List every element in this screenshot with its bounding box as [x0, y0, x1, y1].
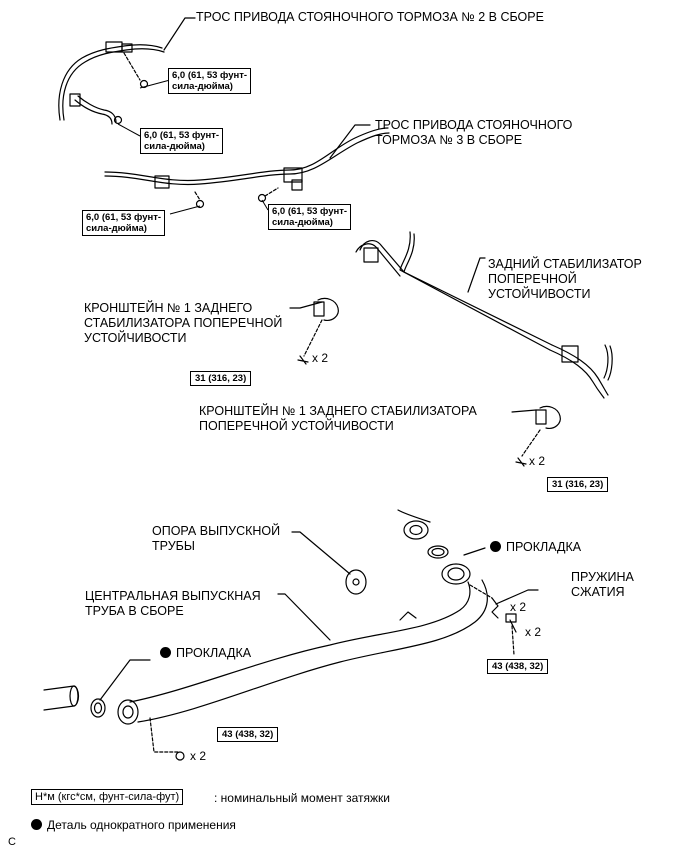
label-exhaust-support-line2: ТРУБЫ [152, 539, 195, 553]
label-rear-stabilizer-line1: ЗАДНИЙ СТАБИЛИЗАТОР [488, 257, 642, 271]
figure-code: C [8, 836, 16, 848]
count-flange-bolts: x 2 [525, 625, 542, 639]
parking-brake-cable-3 [104, 124, 390, 209]
label-parking-brake-cable-3-line2: ТОРМОЗА № 3 В СБОРЕ [375, 133, 523, 147]
label-spring-line1: ПРУЖИНА [571, 570, 634, 584]
front-pipe-gasket [43, 659, 185, 761]
legend-single-use: Деталь однократного применения [31, 818, 236, 832]
exhaust-flange-top [397, 509, 486, 585]
label-bracket-right-line1: КРОНШТЕЙН № 1 ЗАДНЕГО СТАБИЛИЗАТОРА [199, 404, 477, 418]
label-parking-brake-cable-2: ТРОС ПРИВОДА СТОЯНОЧНОГО ТОРМОЗА № 2 В С… [196, 10, 544, 24]
compression-spring-bolts [469, 584, 539, 656]
legend-unit-text: : номинальный момент затяжки [214, 791, 390, 805]
label-bracket-right-line2: ПОПЕРЕЧНОЙ УСТОЙЧИВОСТИ [199, 419, 394, 433]
label-rear-stabilizer-line3: УСТОЙЧИВОСТИ [488, 287, 591, 301]
single-use-dot-icon [160, 647, 171, 658]
torque-box-5: 31 (316, 23) [190, 371, 252, 386]
torque-box-8: 43 (438, 32) [217, 727, 279, 742]
label-spring-line2: СЖАТИЯ [571, 585, 625, 599]
count-bracket-left-bolts: x 2 [312, 351, 329, 365]
single-use-dot-icon [490, 541, 501, 552]
torque-box-7: 43 (438, 32) [487, 659, 549, 674]
label-exhaust-support-line1: ОПОРА ВЫПУСКНОЙ [152, 524, 281, 538]
label-center-pipe-line1: ЦЕНТРАЛЬНАЯ ВЫПУСКНАЯ [85, 589, 261, 603]
label-center-pipe-line2: ТРУБА В СБОРЕ [85, 604, 184, 618]
parking-brake-cable-2 [58, 17, 196, 125]
label-gasket-left: ПРОКЛАДКА [160, 646, 251, 661]
stabilizer-bracket-right [511, 405, 561, 467]
torque-box-2: 6,0 (61, 53 фунт-сила-дюйма) [140, 128, 224, 154]
label-bracket-left-line1: КРОНШТЕЙН № 1 ЗАДНЕГО [84, 301, 253, 315]
single-use-dot-icon [31, 819, 42, 830]
label-parking-brake-cable-3-line1: ТРОС ПРИВОДА СТОЯНОЧНОГО [375, 118, 573, 132]
legend-unit-box: Н*м (кгс*см, фунт-сила-фут) [31, 789, 184, 805]
count-spring: x 2 [510, 600, 527, 614]
torque-box-6: 31 (316, 23) [547, 477, 609, 492]
rear-stabilizer-bar [355, 231, 613, 399]
center-exhaust-pipe [117, 579, 488, 725]
torque-box-1: 6,0 (61, 53 фунт-сила-дюйма) [168, 68, 252, 94]
label-gasket-top: ПРОКЛАДКА [490, 540, 581, 555]
stabilizer-bracket-left [289, 297, 339, 365]
exhaust-pipe-support [291, 531, 367, 595]
label-rear-stabilizer-line2: ПОПЕРЕЧНОЙ [488, 272, 577, 286]
label-bracket-left-line2: СТАБИЛИЗАТОРА ПОПЕРЕЧНОЙ [84, 316, 283, 330]
torque-box-4: 6,0 (61, 53 фунт-сила-дюйма) [268, 204, 352, 230]
count-front-nuts: x 2 [190, 749, 207, 763]
label-bracket-left-line3: УСТОЙЧИВОСТИ [84, 331, 187, 345]
count-bracket-right-bolts: x 2 [529, 454, 546, 468]
torque-box-3: 6,0 (61, 53 фунт-сила-дюйма) [82, 210, 166, 236]
leader-lines [117, 79, 269, 215]
